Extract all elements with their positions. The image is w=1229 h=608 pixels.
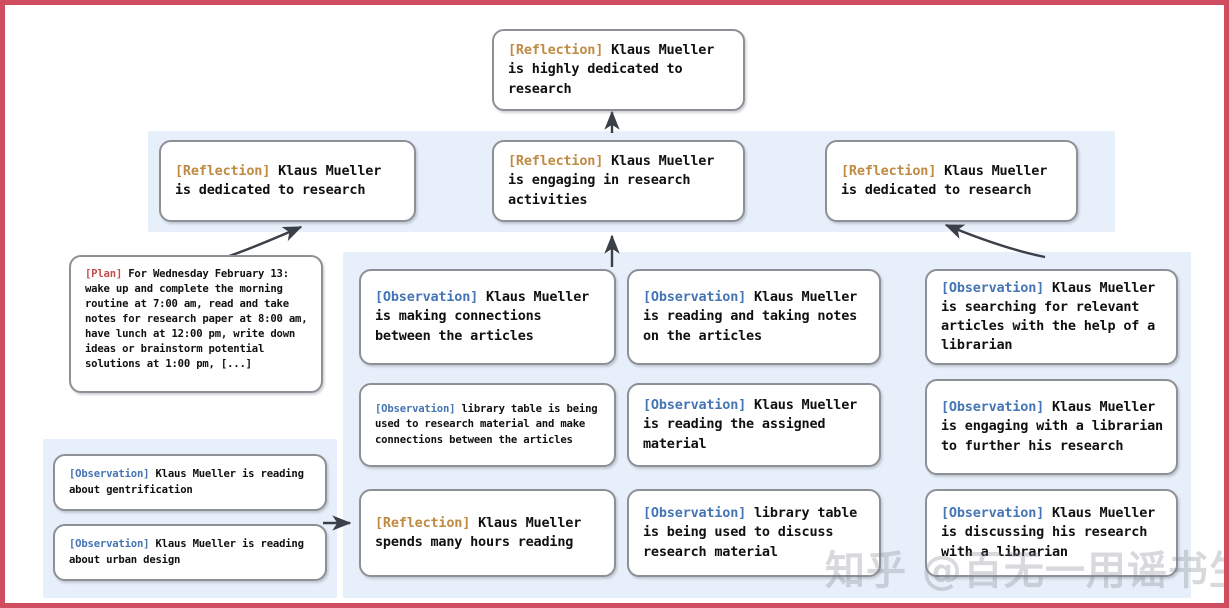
node-body: Klaus Mueller is reading about urban des… xyxy=(69,538,310,566)
node-col2-discuss-research-material[interactable]: [Observation] library table is being use… xyxy=(627,489,881,577)
node-text: [Reflection] Klaus Mueller is dedicated … xyxy=(175,162,404,200)
node-body: For Wednesday February 13: wake up and c… xyxy=(85,268,314,371)
tag-observation: [Observation] xyxy=(375,403,456,416)
node-col3-discussing-research[interactable]: [Observation] Klaus Mueller is discussin… xyxy=(925,489,1178,577)
node-col3-engaging-librarian[interactable]: [Observation] Klaus Mueller is engaging … xyxy=(925,379,1178,475)
node-text: [Reflection] Klaus Mueller is highly ded… xyxy=(508,41,733,98)
node-text: [Observation] library table is being use… xyxy=(375,402,604,447)
node-text: [Observation] Klaus Mueller is reading a… xyxy=(69,537,315,567)
node-text: [Reflection] Klaus Mueller is dedicated … xyxy=(841,162,1066,200)
tag-reflection: [Reflection] xyxy=(841,162,937,179)
node-body: library table is being used to research … xyxy=(375,403,604,446)
tag-observation: [Observation] xyxy=(643,289,747,306)
node-body: Klaus Mueller spends many hours reading xyxy=(375,514,590,550)
node-col2-assigned-material[interactable]: [Observation] Klaus Mueller is reading t… xyxy=(627,383,881,467)
tag-observation: [Observation] xyxy=(941,399,1045,416)
node-body: Klaus Mueller is making connections betw… xyxy=(375,289,597,344)
tag-observation: [Observation] xyxy=(941,505,1045,522)
node-col1-reflection-hours-reading[interactable]: [Reflection] Klaus Mueller spends many h… xyxy=(359,489,616,577)
node-body: Klaus Mueller is searching for relevant … xyxy=(941,279,1163,354)
node-reflection-left[interactable]: [Reflection] Klaus Mueller is dedicated … xyxy=(159,140,416,222)
node-root-reflection[interactable]: [Reflection] Klaus Mueller is highly ded… xyxy=(492,29,745,111)
tag-observation: [Observation] xyxy=(69,468,150,481)
tag-reflection: [Reflection] xyxy=(175,162,271,179)
node-reflection-right[interactable]: [Reflection] Klaus Mueller is dedicated … xyxy=(825,140,1078,222)
node-col3-searching-articles[interactable]: [Observation] Klaus Mueller is searching… xyxy=(925,269,1178,365)
tag-observation: [Observation] xyxy=(375,289,479,306)
tag-reflection: [Reflection] xyxy=(375,514,471,531)
node-col1-library-table[interactable]: [Observation] library table is being use… xyxy=(359,383,616,467)
tag-observation: [Observation] xyxy=(643,397,747,414)
node-reflection-center[interactable]: [Reflection] Klaus Mueller is engaging i… xyxy=(492,140,745,222)
tag-observation: [Observation] xyxy=(643,505,747,522)
node-text: [Observation] Klaus Mueller is reading a… xyxy=(643,288,869,345)
node-col1-making-connections[interactable]: [Observation] Klaus Mueller is making co… xyxy=(359,269,616,365)
node-observation-gentrification[interactable]: [Observation] Klaus Mueller is reading a… xyxy=(53,454,327,511)
node-body: Klaus Mueller is engaging with a librari… xyxy=(941,399,1171,454)
tag-plan: [Plan] xyxy=(85,268,123,280)
node-text: [Plan] For Wednesday February 13: wake u… xyxy=(85,267,311,372)
node-text: [Observation] Klaus Mueller is reading t… xyxy=(643,396,869,453)
node-body: Klaus Mueller is dedicated to research xyxy=(841,162,1056,198)
node-body: Klaus Mueller is dedicated to research xyxy=(175,162,390,198)
node-body: Klaus Mueller is reading about gentrific… xyxy=(69,468,310,496)
node-text: [Observation] Klaus Mueller is engaging … xyxy=(941,398,1166,455)
node-text: [Reflection] Klaus Mueller is engaging i… xyxy=(508,152,733,209)
node-text: [Observation] Klaus Mueller is reading a… xyxy=(69,467,315,497)
node-body: Klaus Mueller is reading and taking note… xyxy=(643,289,865,344)
tag-observation: [Observation] xyxy=(69,538,150,551)
tag-reflection: [Reflection] xyxy=(508,153,604,170)
node-col2-reading-taking-notes[interactable]: [Observation] Klaus Mueller is reading a… xyxy=(627,269,881,365)
tag-observation: [Observation] xyxy=(941,279,1045,296)
node-text: [Reflection] Klaus Mueller spends many h… xyxy=(375,514,604,552)
node-text: [Observation] Klaus Mueller is making co… xyxy=(375,288,604,345)
node-plan[interactable]: [Plan] For Wednesday February 13: wake u… xyxy=(69,255,323,393)
node-text: [Observation] Klaus Mueller is discussin… xyxy=(941,504,1166,561)
node-body: Klaus Mueller is discussing his research… xyxy=(941,505,1163,560)
node-body: library table is being used to discuss r… xyxy=(643,505,865,560)
node-text: [Observation] Klaus Mueller is searching… xyxy=(941,279,1166,356)
node-text: [Observation] library table is being use… xyxy=(643,504,869,561)
node-body: Klaus Mueller is engaging in research ac… xyxy=(508,153,723,208)
tag-reflection: [Reflection] xyxy=(508,42,604,59)
node-observation-urban-design[interactable]: [Observation] Klaus Mueller is reading a… xyxy=(53,524,327,581)
node-body: Klaus Mueller is highly dedicated to res… xyxy=(508,42,723,97)
node-body: Klaus Mueller is reading the assigned ma… xyxy=(643,397,865,452)
